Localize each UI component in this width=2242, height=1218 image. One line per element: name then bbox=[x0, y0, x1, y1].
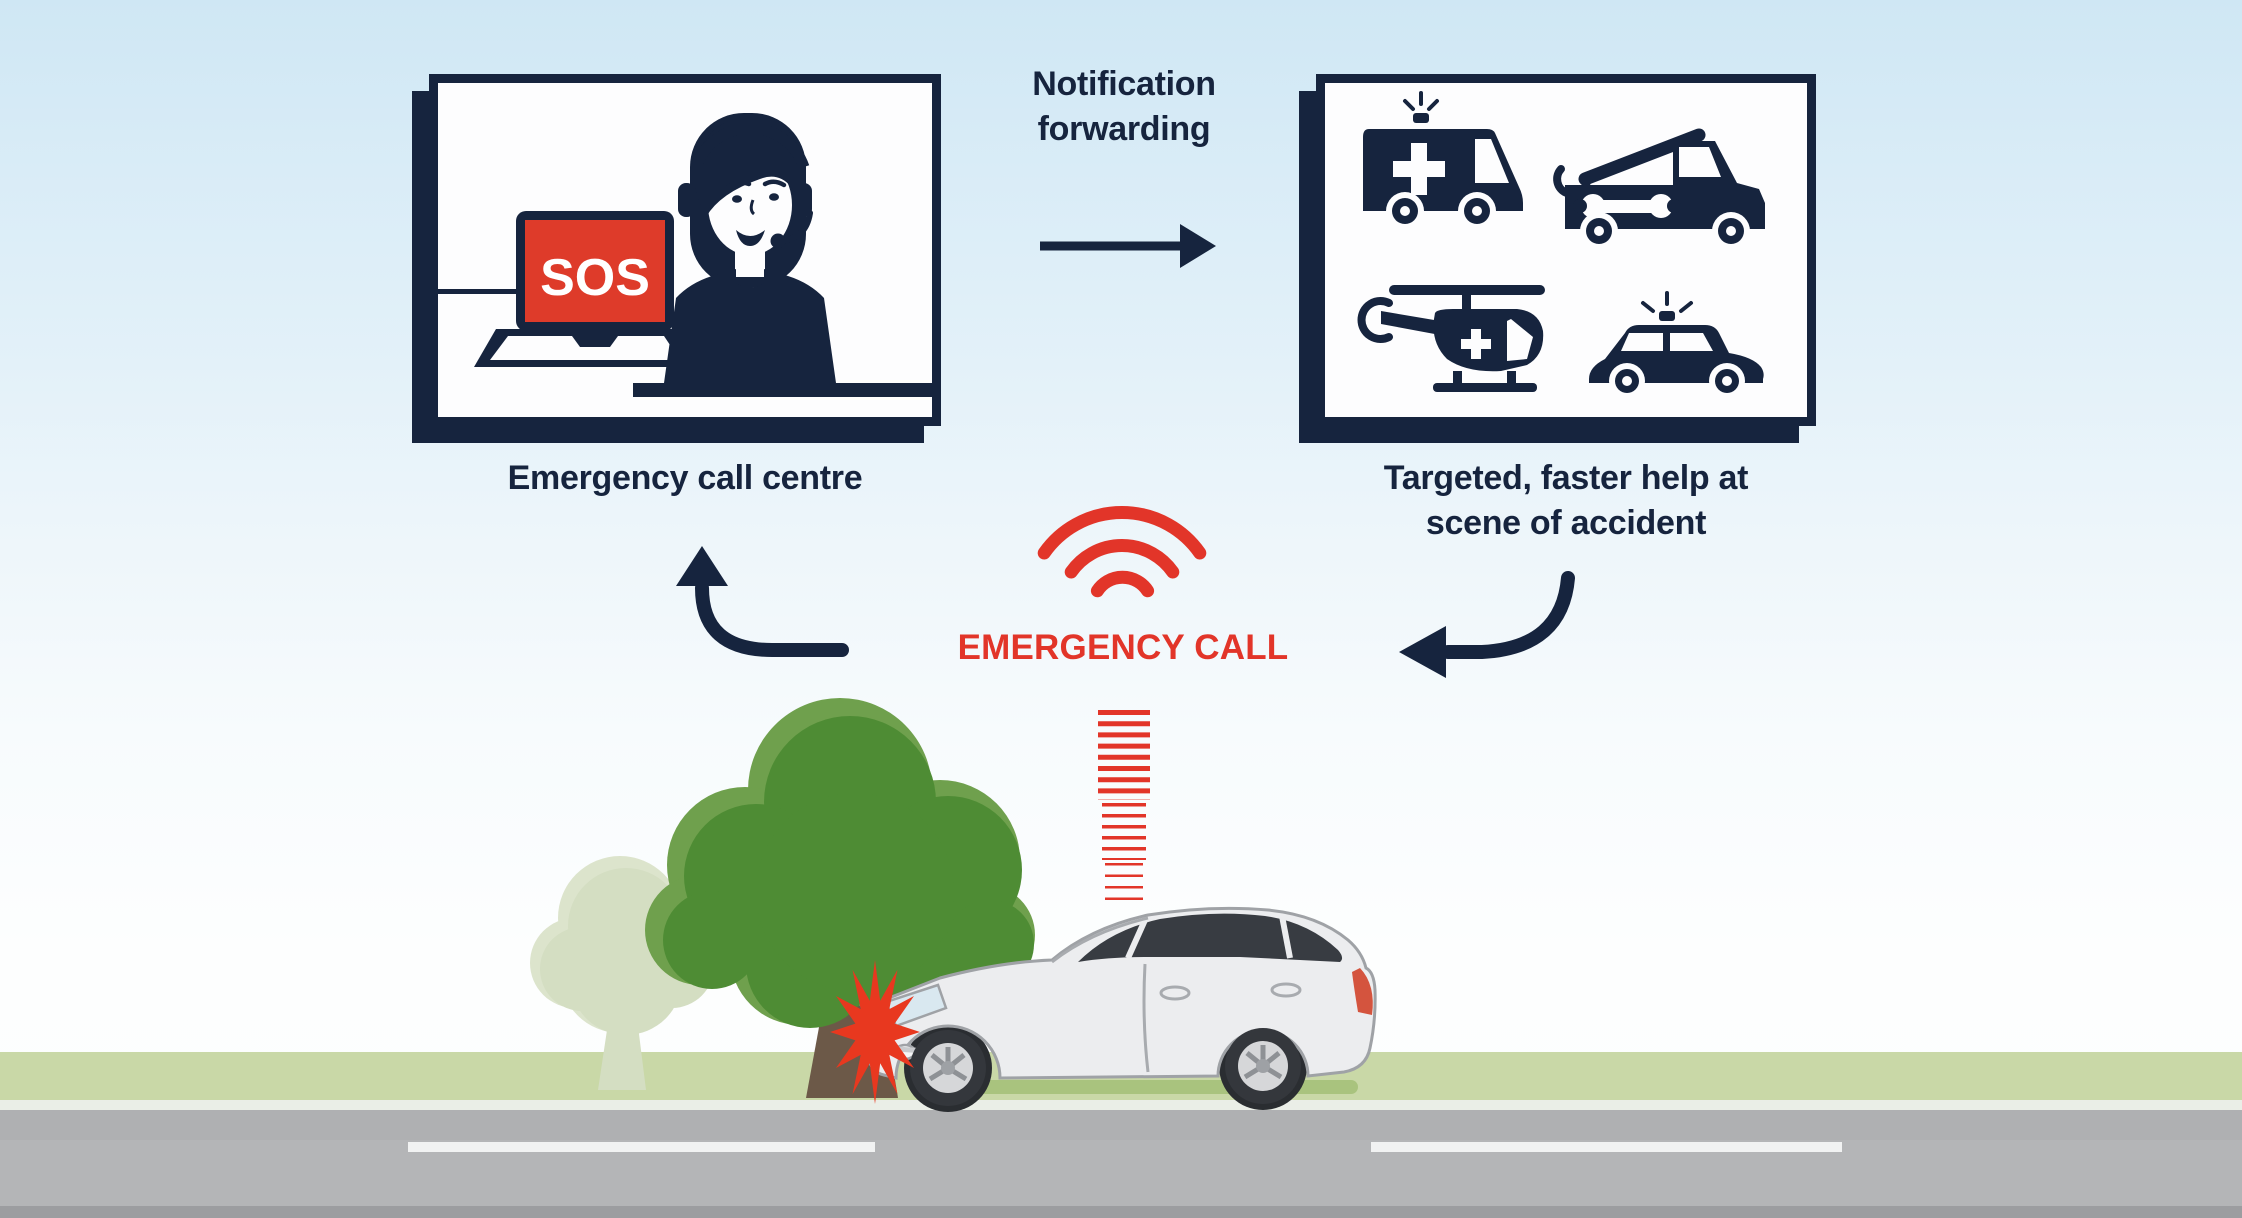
operator-figure bbox=[664, 113, 836, 383]
curved-arrow-up-icon bbox=[676, 546, 849, 657]
emergency-call-centre-panel: SOS bbox=[429, 74, 941, 426]
tree bbox=[645, 698, 1035, 1098]
headset-band-icon bbox=[690, 122, 810, 169]
lane-marking bbox=[408, 1142, 875, 1152]
accident-scene bbox=[0, 698, 2242, 1218]
sos-text: SOS bbox=[540, 249, 650, 307]
tow-truck-icon bbox=[1553, 128, 1765, 250]
crash-starburst-icon bbox=[830, 960, 920, 1104]
ambulance-icon bbox=[1363, 91, 1523, 230]
road bbox=[0, 1110, 2242, 1218]
emergency-vehicles-illustration bbox=[1357, 91, 1765, 399]
crashed-car bbox=[865, 906, 1377, 1112]
sos-laptop-icon: SOS bbox=[474, 211, 696, 367]
targeted-help-label: Targeted, faster help at scene of accide… bbox=[1383, 459, 1749, 542]
desk-line bbox=[438, 289, 516, 294]
emergency-services-panel bbox=[1316, 74, 1816, 426]
desk-bar bbox=[633, 383, 932, 397]
police-car-icon bbox=[1589, 291, 1764, 399]
emergency-call-label: EMERGENCY CALL bbox=[957, 628, 1289, 667]
wifi-signal-icon bbox=[1037, 506, 1207, 598]
notification-forwarding-label: Notification forwarding bbox=[1032, 65, 1216, 148]
rescue-helicopter-icon bbox=[1357, 285, 1545, 392]
tail-light bbox=[1352, 968, 1373, 1015]
headset-earpiece-icon bbox=[678, 183, 695, 217]
lane-marking bbox=[1371, 1142, 1842, 1152]
arrow-right-icon bbox=[1040, 224, 1216, 268]
front-wheel bbox=[910, 1030, 986, 1106]
curved-arrow-left-icon bbox=[1399, 571, 1575, 678]
call-centre-operator-illustration: SOS bbox=[438, 113, 932, 397]
rear-wheel bbox=[1225, 1028, 1301, 1104]
emergency-call-centre-label: Emergency call centre bbox=[507, 459, 863, 497]
